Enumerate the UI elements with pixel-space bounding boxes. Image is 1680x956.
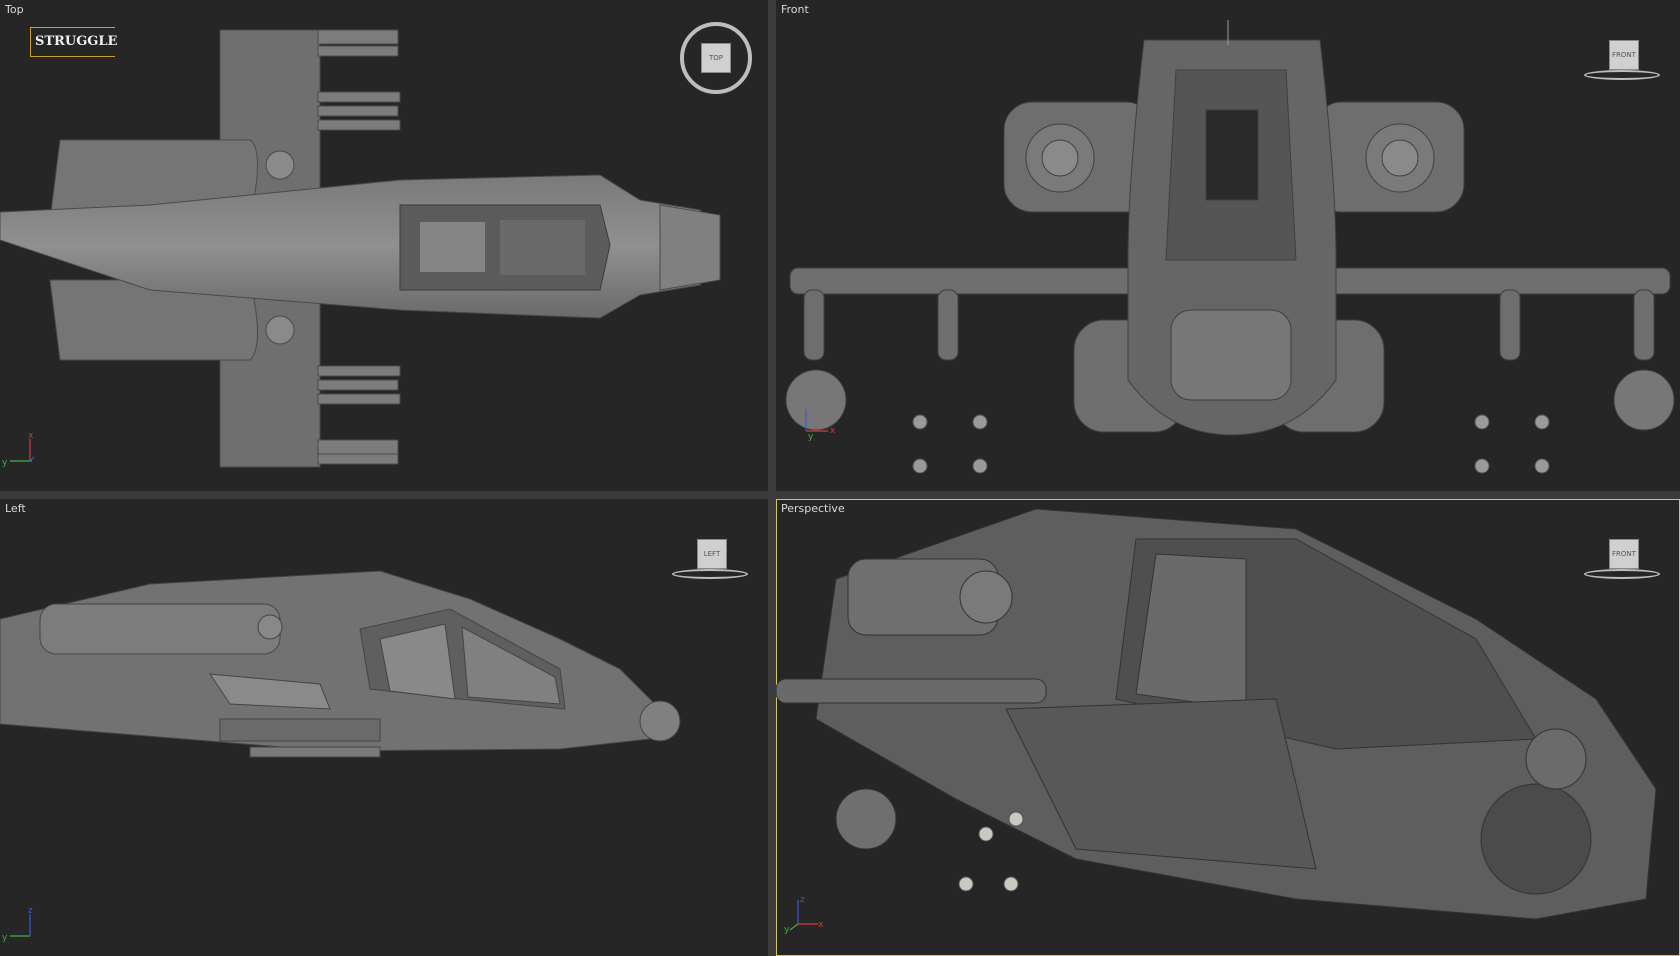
helicopter-front-view xyxy=(785,20,1675,474)
helicopter-left-view xyxy=(0,570,681,758)
viewcube-face[interactable]: FRONT xyxy=(1609,539,1639,569)
viewport-label-top[interactable]: Top xyxy=(5,3,24,16)
axis-tripod-icon: y x xyxy=(2,431,35,468)
viewport-top[interactable]: Top STRUGGLE TOP xyxy=(0,0,768,491)
viewcube-face[interactable]: LEFT xyxy=(697,539,727,569)
viewcube-ring[interactable] xyxy=(680,22,752,94)
helicopter-perspective-view xyxy=(776,508,1657,920)
viewcube-left-icon[interactable]: LEFT xyxy=(672,539,748,579)
axis-y-label: y xyxy=(808,432,814,441)
viewcube-ring[interactable] xyxy=(1584,569,1660,579)
axis-tripod-icon: y x z xyxy=(784,895,824,934)
viewcube-ring[interactable] xyxy=(672,569,748,579)
viewport-label-perspective[interactable]: Perspective xyxy=(781,502,845,515)
viewcube-front-icon[interactable]: FRONT xyxy=(1584,40,1660,80)
viewcube-perspective-icon[interactable]: FRONT xyxy=(1584,539,1660,579)
viewcube-face[interactable]: FRONT xyxy=(1609,40,1639,70)
axis-x-label: x xyxy=(830,426,836,436)
viewport-perspective[interactable]: Perspective FRONT xyxy=(776,499,1680,956)
viewport-label-front[interactable]: Front xyxy=(781,3,809,16)
viewcube-face[interactable]: TOP xyxy=(701,43,731,73)
axis-x-label: x xyxy=(28,431,34,441)
axis-y-label: y xyxy=(2,458,8,468)
axis-y-label: y xyxy=(2,933,8,943)
axis-tripod-icon: x y xyxy=(805,409,836,441)
axis-x-label: x xyxy=(818,920,824,930)
viewcube-ring[interactable] xyxy=(1584,70,1660,80)
viewport-front[interactable]: Front FRONT xyxy=(776,0,1680,491)
struggle-watermark: STRUGGLE xyxy=(30,27,117,57)
viewport-label-left[interactable]: Left xyxy=(5,502,26,515)
axis-y-label: y xyxy=(784,925,790,934)
helicopter-top-view xyxy=(0,29,721,468)
axis-z-label: z xyxy=(28,906,33,916)
viewcube-top-icon[interactable]: TOP xyxy=(680,22,752,94)
viewport-left[interactable]: Left LEFT y z xyxy=(0,499,768,956)
axis-tripod-icon: y z xyxy=(2,906,33,943)
axis-z-label: z xyxy=(800,895,805,905)
